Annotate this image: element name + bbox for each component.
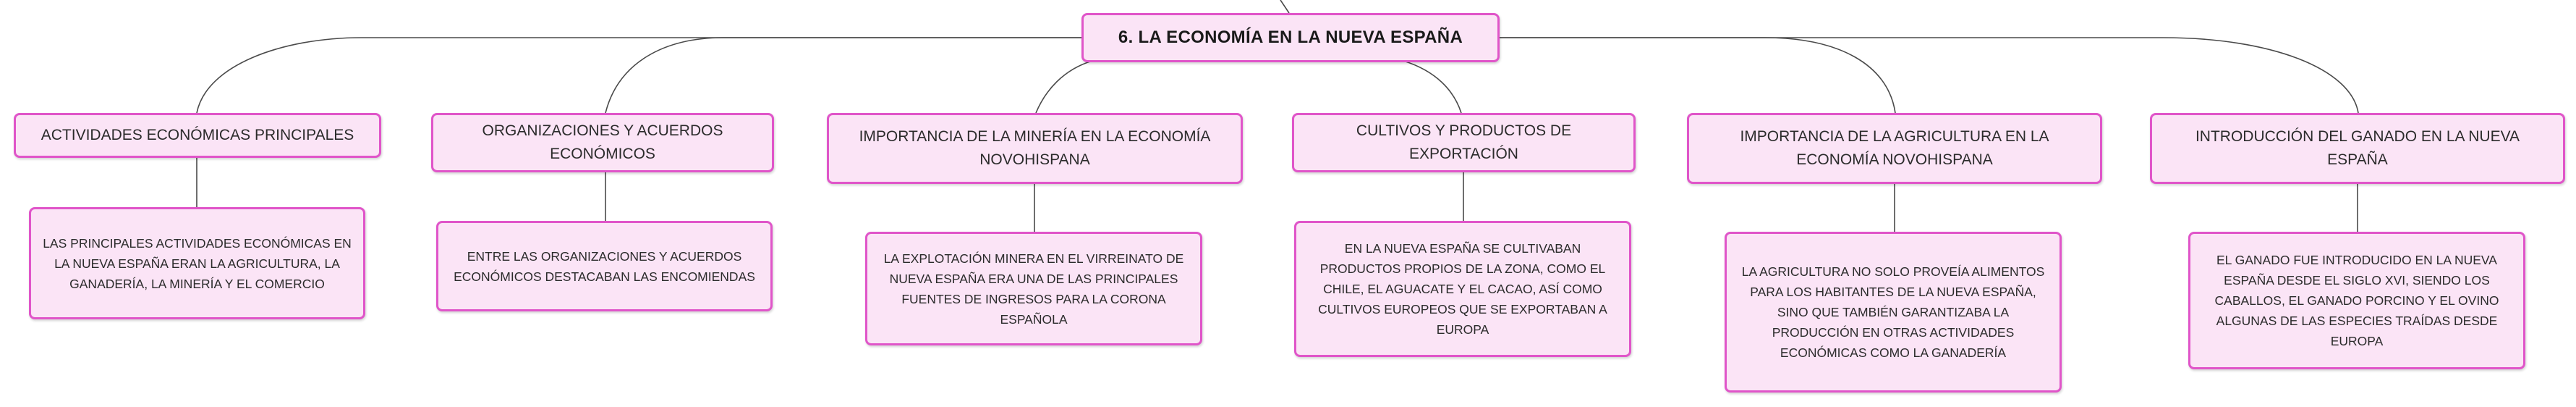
- topic-node-label: CULTIVOS Y PRODUCTOS DE EXPORTACIÓN: [1356, 122, 1572, 162]
- topic-node-cultivos[interactable]: CULTIVOS Y PRODUCTOS DE EXPORTACIÓN: [1292, 113, 1636, 172]
- detail-node-actividades[interactable]: LAS PRINCIPALES ACTIVIDADES ECONÓMICAS E…: [29, 207, 365, 319]
- root-node-label: 6. LA ECONOMÍA EN LA NUEVA ESPAÑA: [1118, 28, 1463, 47]
- detail-node-ganado[interactable]: EL GANADO FUE INTRODUCIDO EN LA NUEVA ES…: [2188, 232, 2525, 369]
- topic-node-actividades[interactable]: ACTIVIDADES ECONÓMICAS PRINCIPALES: [14, 113, 381, 158]
- connector-root-topic-2: [605, 37, 1081, 114]
- detail-node-organizaciones[interactable]: ENTRE LAS ORGANIZACIONES Y ACUERDOS ECON…: [436, 221, 773, 311]
- root-parent-connector: [1280, 0, 1290, 14]
- topic-node-label: IMPORTANCIA DE LA AGRICULTURA EN LA ECON…: [1740, 128, 2049, 168]
- detail-node-cultivos[interactable]: EN LA NUEVA ESPAÑA SE CULTIVABAN PRODUCT…: [1294, 221, 1631, 357]
- topic-node-label: ACTIVIDADES ECONÓMICAS PRINCIPALES: [41, 127, 354, 143]
- connector-root-topic-4: [1403, 60, 1462, 114]
- connector-root-topic-6: [1496, 37, 2359, 114]
- detail-node-text: LA EXPLOTACIÓN MINERA EN EL VIRREINATO D…: [883, 251, 1184, 327]
- detail-node-mineria[interactable]: LA EXPLOTACIÓN MINERA EN EL VIRREINATO D…: [865, 232, 1202, 345]
- topic-node-agricultura[interactable]: IMPORTANCIA DE LA AGRICULTURA EN LA ECON…: [1687, 113, 2102, 184]
- topic-node-label: ORGANIZACIONES Y ACUERDOS ECONÓMICOS: [482, 122, 723, 162]
- topic-node-ganado[interactable]: INTRODUCCIÓN DEL GANADO EN LA NUEVA ESPA…: [2150, 113, 2565, 184]
- detail-node-text: LA AGRICULTURA NO SOLO PROVEÍA ALIMENTOS…: [1741, 264, 2045, 360]
- topic-node-label: INTRODUCCIÓN DEL GANADO EN LA NUEVA ESPA…: [2195, 128, 2520, 168]
- detail-node-agricultura[interactable]: LA AGRICULTURA NO SOLO PROVEÍA ALIMENTOS…: [1725, 232, 2062, 393]
- connector-root-topic-1: [196, 37, 1081, 114]
- connector-root-topic-5: [1496, 37, 1896, 114]
- root-node[interactable]: 6. LA ECONOMÍA EN LA NUEVA ESPAÑA: [1081, 13, 1500, 62]
- detail-node-text: EN LA NUEVA ESPAÑA SE CULTIVABAN PRODUCT…: [1318, 241, 1607, 337]
- connector-root-topic-3: [1035, 60, 1093, 114]
- detail-node-text: ENTRE LAS ORGANIZACIONES Y ACUERDOS ECON…: [454, 248, 755, 284]
- topic-node-organizaciones[interactable]: ORGANIZACIONES Y ACUERDOS ECONÓMICOS: [431, 113, 774, 172]
- topic-node-mineria[interactable]: IMPORTANCIA DE LA MINERÍA EN LA ECONOMÍA…: [827, 113, 1243, 184]
- detail-node-text: LAS PRINCIPALES ACTIVIDADES ECONÓMICAS E…: [43, 235, 352, 291]
- topic-node-label: IMPORTANCIA DE LA MINERÍA EN LA ECONOMÍA…: [859, 128, 1211, 168]
- detail-node-text: EL GANADO FUE INTRODUCIDO EN LA NUEVA ES…: [2214, 253, 2499, 348]
